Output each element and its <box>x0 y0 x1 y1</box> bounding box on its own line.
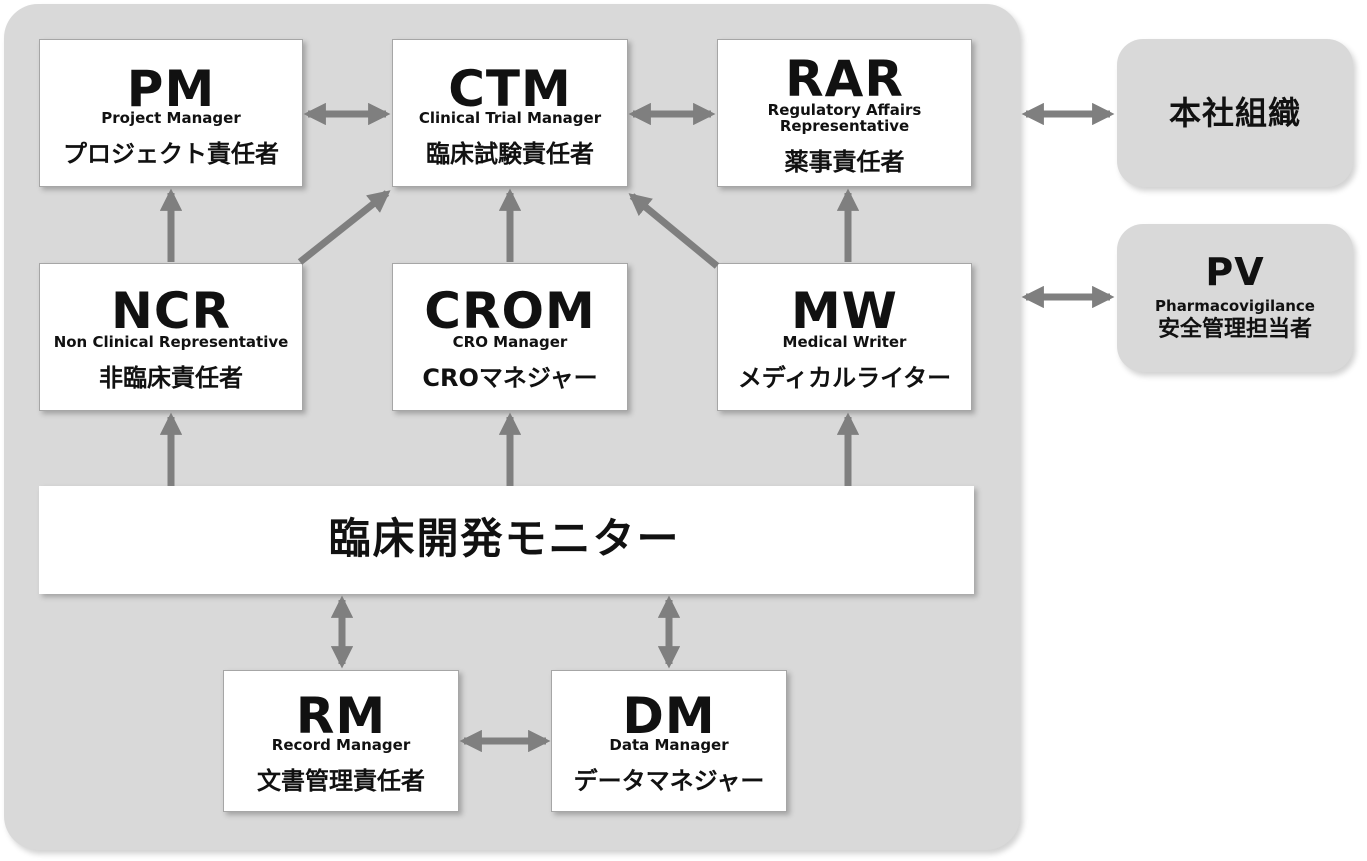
rm-abbr: RM <box>295 687 387 745</box>
rm-en: Record Manager <box>271 736 411 754</box>
pm-ja: プロジェクト責任者 <box>63 140 279 168</box>
arrow-mw-ctm <box>628 193 720 269</box>
crom-ja: CROマネジャー <box>422 364 598 392</box>
crom-en: CRO Manager <box>452 333 568 351</box>
rm-ja: 文書管理責任者 <box>257 767 425 795</box>
arrow-ncr-ctm <box>297 190 391 265</box>
pm-en: Project Manager <box>101 109 241 127</box>
rar-en-line1: Regulatory Affairs <box>767 101 922 119</box>
rar-abbr: RAR <box>785 50 904 108</box>
pm-abbr: PM <box>126 60 216 118</box>
dm-en: Data Manager <box>609 736 729 754</box>
crom-abbr: CROM <box>424 282 596 340</box>
node-crom: CROM CRO Manager CROマネジャー <box>392 263 628 411</box>
mw-en: Medical Writer <box>782 333 907 351</box>
node-mw: MW Medical Writer メディカルライター <box>717 263 972 411</box>
node-rm: RM Record Manager 文書管理責任者 <box>223 670 459 812</box>
node-hq: 本社組織 <box>1117 39 1353 187</box>
node-dm: DM Data Manager データマネジャー <box>551 670 787 812</box>
ctm-abbr: CTM <box>448 60 572 118</box>
dm-abbr: DM <box>622 687 716 745</box>
node-monitor: 臨床開発モニター <box>39 486 974 594</box>
node-pm: PM Project Manager プロジェクト責任者 <box>39 39 303 187</box>
dm-ja: データマネジャー <box>573 767 765 795</box>
mw-abbr: MW <box>791 282 898 340</box>
ctm-ja: 臨床試験責任者 <box>426 140 594 168</box>
node-pv: PV Pharmacovigilance 安全管理担当者 <box>1117 224 1353 372</box>
ncr-en: Non Clinical Representative <box>53 333 289 351</box>
node-ncr: NCR Non Clinical Representative 非臨床責任者 <box>39 263 303 411</box>
ncr-abbr: NCR <box>110 282 232 340</box>
rar-ja: 薬事責任者 <box>784 148 905 176</box>
ncr-ja: 非臨床責任者 <box>99 364 243 392</box>
rar-en-line2: Representative <box>779 117 910 135</box>
pv-en: Pharmacovigilance <box>1155 297 1315 315</box>
ctm-en: Clinical Trial Manager <box>418 109 602 127</box>
pv-abbr: PV <box>1205 250 1265 294</box>
node-ctm: CTM Clinical Trial Manager 臨床試験責任者 <box>392 39 628 187</box>
hq-label: 本社組織 <box>1168 94 1301 132</box>
node-rar: RAR Regulatory Affairs Representative 薬事… <box>717 39 972 187</box>
mw-ja: メディカルライター <box>737 364 952 392</box>
pv-ja: 安全管理担当者 <box>1157 317 1312 342</box>
monitor-label: 臨床開発モニター <box>328 514 681 563</box>
